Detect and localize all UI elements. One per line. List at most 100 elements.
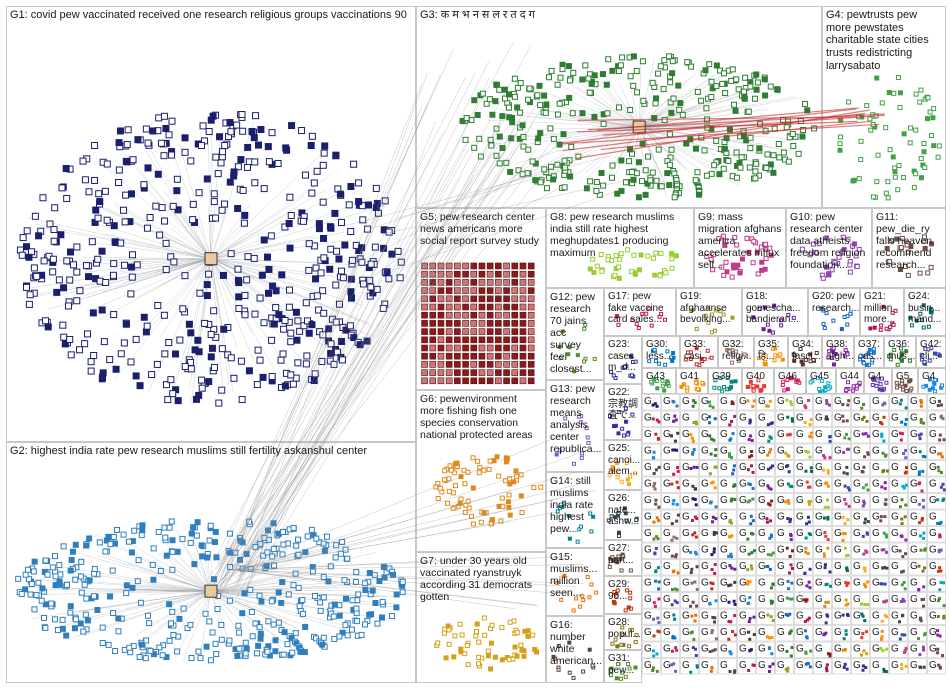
group-panel-g10[interactable]: G10: pew research center data atheists f… — [786, 208, 872, 288]
group-panel-g13[interactable]: G13: pew research means analysis center … — [546, 380, 604, 472]
group-panel-g35[interactable]: G35: हि... — [754, 336, 788, 368]
vertex — [360, 281, 366, 287]
group-panel-g18[interactable]: G18: gomescha... bandieran... — [742, 288, 808, 336]
group-panel-g3[interactable]: G3: क म भ न स ल र त द ग — [416, 6, 822, 208]
group-panel-g28[interactable]: G28: popul... — [604, 614, 642, 650]
vertex — [528, 378, 534, 384]
group-panel-g26[interactable]: G26: nate... ashw... — [604, 490, 642, 540]
group-panel-g1[interactable]: G1: covid pew vaccinated received one re… — [6, 6, 416, 442]
vertex — [479, 370, 485, 376]
vertex — [842, 451, 845, 454]
group-panel-g40[interactable]: G40 — [742, 368, 774, 394]
group-panel-g32[interactable]: G32: religi... — [718, 336, 754, 368]
group-panel-g19[interactable]: G19: afghaanse bevolking... — [676, 288, 742, 336]
group-panel-g46[interactable]: G46 — [774, 368, 806, 394]
small-group-label: G — [777, 512, 785, 523]
group-panel-g21[interactable]: G21: million more... — [860, 288, 904, 336]
group-panel-g5[interactable]: G5: pew research center news americans m… — [416, 208, 546, 390]
vertex — [296, 537, 301, 542]
vertex — [905, 406, 908, 409]
vertex — [708, 434, 711, 437]
group-label-g32: G32: religi... — [722, 339, 750, 362]
vertex — [712, 163, 717, 168]
group-panel-g9[interactable]: G9: mass migration afghans america accel… — [694, 208, 786, 288]
small-group-label: G — [891, 479, 899, 490]
group-panel-g43[interactable]: G43 — [642, 368, 676, 394]
group-panel-g29[interactable]: G29: 90... — [604, 576, 642, 614]
group-panel-g24[interactable]: G24: busin... mand... — [904, 288, 946, 336]
group-panel-g25[interactable]: G25: canoi... alem... — [604, 440, 642, 490]
group-panel-g6[interactable]: G6: pewenvironment more fishing fish one… — [416, 390, 546, 552]
group-panel-g33[interactable]: G33: casi... — [680, 336, 718, 368]
group-panel-g34[interactable]: G34: fasci... — [788, 336, 822, 368]
vertex — [487, 312, 493, 318]
group-panel-g20[interactable]: G20: pew research... — [808, 288, 860, 336]
group-panel-g39[interactable]: G39 — [708, 368, 742, 394]
vertex — [479, 320, 485, 326]
group-panel-g41[interactable]: G41 — [676, 368, 708, 394]
vertex — [828, 435, 831, 438]
group-panel-g14[interactable]: G14: still muslims india rate highest pe… — [546, 472, 604, 548]
vertex — [675, 649, 678, 652]
vertex — [730, 499, 733, 502]
vertex — [246, 368, 252, 374]
vertex — [312, 371, 318, 377]
group-panel-g4-small[interactable]: G4 — [864, 368, 892, 394]
vertex — [689, 605, 692, 608]
vertex — [694, 487, 697, 490]
group-panel-g4-small-2[interactable]: G4 — [918, 368, 946, 394]
vertex — [919, 176, 923, 180]
small-group-label: G — [758, 479, 766, 490]
group-panel-g4[interactable]: G4: pewtrusts pew more pewstates charita… — [822, 6, 946, 208]
vertex — [733, 581, 736, 584]
group-panel-g30[interactable]: G30: less... — [642, 336, 680, 368]
vertex — [733, 464, 736, 467]
vertex — [282, 318, 288, 324]
vertex — [495, 345, 501, 351]
vertex — [438, 312, 444, 318]
vertex — [691, 437, 694, 440]
group-panel-g37[interactable]: G37: cas... — [854, 336, 884, 368]
small-group-label: G — [891, 512, 899, 523]
group-panel-g27[interactable]: G27: part... — [604, 540, 642, 576]
vertex — [827, 387, 830, 390]
edge — [208, 141, 211, 259]
vertex — [568, 78, 573, 83]
vertex — [430, 296, 436, 302]
vertex — [463, 288, 469, 294]
group-panel-g38[interactable]: G38: afgh... — [822, 336, 854, 368]
group-panel-g45[interactable]: G45 — [806, 368, 836, 394]
vertex — [103, 549, 108, 554]
vertex — [161, 153, 167, 159]
group-panel-g42[interactable]: G42: cli... — [916, 336, 946, 368]
group-panel-g5-small[interactable]: G5 — [892, 368, 918, 394]
group-panel-g12[interactable]: G12: pew research 70 jains acc survey fe… — [546, 288, 604, 380]
group-panel-g31[interactable]: G31: pew... — [604, 650, 642, 683]
vertex — [160, 653, 165, 658]
small-group-label: G — [910, 561, 918, 572]
group-panel-g7[interactable]: G7: under 30 years old vaccinated ryanst… — [416, 552, 546, 683]
group-panel-g15[interactable]: G15: muslims... million seen... — [546, 548, 604, 616]
small-group-label: G — [796, 413, 804, 424]
group-panel-g44[interactable]: G44 — [836, 368, 864, 394]
vertex — [530, 159, 535, 164]
small-group-label: G — [663, 561, 671, 572]
group-panel-g23[interactable]: G23: cases m_d... — [604, 336, 642, 384]
group-panel-g17[interactable]: G17: pew fake vaccine card sales... — [604, 288, 676, 336]
group-panel-g36[interactable]: G36: mus... — [884, 336, 916, 368]
small-group-label: G — [758, 462, 766, 473]
vertex — [297, 604, 302, 609]
group-panel-g2[interactable]: G2: highest india rate pew research musl… — [6, 442, 416, 683]
group-panel-g8[interactable]: G8: pew research muslims india still rat… — [546, 208, 694, 288]
vertex — [359, 632, 364, 637]
vertex — [904, 587, 907, 590]
small-group-label: G — [739, 446, 747, 457]
vertex — [690, 568, 693, 571]
group-panel-g16[interactable]: G16: number white american... — [546, 616, 604, 683]
vertex — [810, 436, 813, 439]
vertex — [654, 402, 657, 405]
vertex — [366, 202, 372, 208]
group-panel-g11[interactable]: G11: pew_die_ry falls heaven recommend r… — [872, 208, 946, 288]
vertex — [522, 649, 526, 653]
group-panel-g22[interactable]: G22: 宗教調査で... — [604, 384, 642, 440]
